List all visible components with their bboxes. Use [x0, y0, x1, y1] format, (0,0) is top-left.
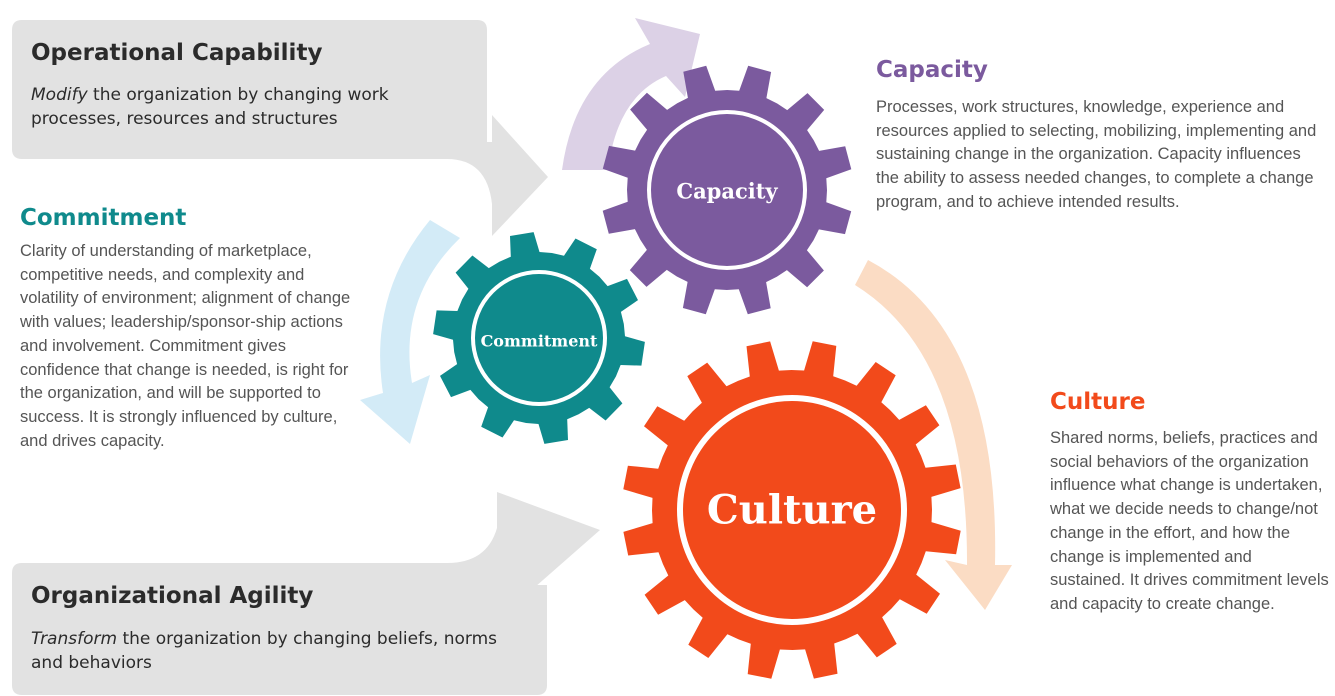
- commitment-cycle-arrow: [360, 220, 460, 444]
- agility-desc-text: the organization by changing beliefs, no…: [31, 629, 497, 673]
- operational-emphasis: Modify: [31, 85, 88, 105]
- agility-callout-box: [12, 492, 600, 695]
- culture-gear: [623, 341, 961, 679]
- capacity-body: Processes, work structures, knowledge, e…: [876, 98, 1317, 211]
- gear-label-culture: Culture: [706, 486, 878, 534]
- capacity-gear: [602, 65, 852, 315]
- culture-title: Culture: [1050, 389, 1146, 415]
- operational-title: Operational Capability: [31, 40, 323, 66]
- culture-gear-ring: [677, 395, 907, 625]
- commitment-gear: [433, 232, 645, 444]
- commitment-body: Clarity of understanding of marketplace,…: [20, 242, 351, 450]
- operational-desc: Modify the organization by changing work…: [31, 83, 451, 131]
- capacity-cycle-arrow: [562, 18, 700, 170]
- culture-cycle-arrow: [855, 260, 1012, 610]
- operational-desc-text: the organization by changing work proces…: [31, 85, 389, 129]
- capacity-title: Capacity: [876, 57, 988, 83]
- agility-emphasis: Transform: [31, 629, 118, 649]
- commitment-title: Commitment: [20, 205, 187, 231]
- agility-desc: Transform the organization by changing b…: [31, 627, 531, 675]
- operational-callout-box: [12, 20, 548, 236]
- commitment-gear-ring: [471, 270, 607, 406]
- gear-label-commitment: Commitment: [480, 331, 598, 351]
- gear-label-capacity: Capacity: [676, 178, 778, 204]
- capacity-gear-ring: [647, 110, 807, 270]
- culture-body: Shared norms, beliefs, practices and soc…: [1050, 429, 1329, 613]
- agility-title: Organizational Agility: [31, 583, 314, 609]
